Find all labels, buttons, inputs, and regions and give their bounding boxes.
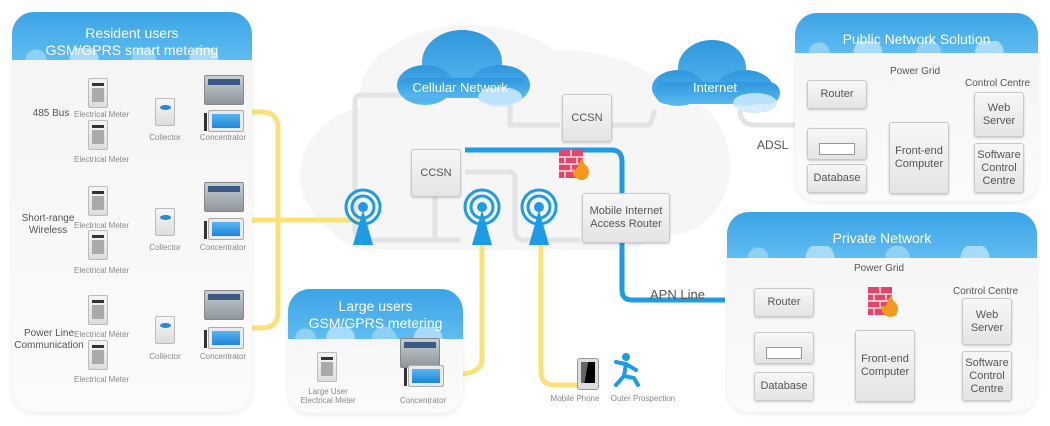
running-person-icon bbox=[612, 352, 648, 388]
large-meter-label: Large User Electrical Meter bbox=[300, 387, 356, 405]
gsm-modem-icon bbox=[204, 75, 244, 105]
meter-label: Electrical Meter bbox=[74, 221, 130, 230]
concentrator-label: Concentrator bbox=[199, 133, 247, 142]
meter-label: Electrical Meter bbox=[74, 110, 130, 119]
meter-label: Electrical Meter bbox=[74, 155, 130, 164]
private-title: Private Network bbox=[832, 230, 932, 246]
collector-icon bbox=[155, 208, 175, 236]
public-control-centre-label: Control Centre bbox=[965, 78, 1031, 89]
collector-icon bbox=[155, 316, 175, 344]
group-label-485-bus: 485 Bus bbox=[32, 108, 70, 119]
private-database-box: Database bbox=[754, 372, 814, 401]
concentrator-label: Concentrator bbox=[199, 352, 247, 361]
large-user-meter-icon bbox=[317, 352, 337, 382]
public-printer-icon bbox=[807, 128, 867, 160]
adsl-label: ADSL bbox=[757, 138, 789, 152]
private-router-box: Router bbox=[754, 288, 814, 317]
gsm-modem-icon bbox=[204, 182, 244, 212]
public-database-box: Database bbox=[807, 164, 867, 193]
cell-tower-icon bbox=[344, 188, 382, 245]
private-software-box: Software Control Centre bbox=[962, 351, 1012, 401]
internet-label: Internet bbox=[692, 80, 738, 95]
apn-line-label: APN Line bbox=[650, 287, 705, 302]
concentrator-icon bbox=[204, 218, 244, 240]
large-title-line1: Large users bbox=[338, 298, 413, 314]
cell-tower-icon bbox=[463, 188, 501, 245]
ccsn-mid-box: CCSN bbox=[411, 149, 461, 197]
electrical-meter-icon bbox=[88, 78, 108, 108]
private-power-grid-label: Power Grid bbox=[854, 263, 905, 274]
mobile-internet-router-box: Mobile Internet Access Router bbox=[582, 193, 670, 243]
electrical-meter-icon bbox=[88, 230, 108, 260]
resident-title-line2: GSM/GPRS smart metering bbox=[45, 42, 219, 58]
meter-label: Electrical Meter bbox=[74, 266, 130, 275]
private-frontend-box: Front-end Computer bbox=[855, 330, 915, 402]
meter-label: Electrical Meter bbox=[74, 330, 130, 339]
cell-tower-icon bbox=[520, 188, 558, 245]
concentrator-icon bbox=[204, 110, 244, 132]
cellular-network-label: Cellular Network bbox=[412, 80, 508, 95]
large-panel-header: Large users GSM/GPRS metering bbox=[288, 289, 463, 339]
ccsn-top-box: CCSN bbox=[562, 94, 612, 142]
electrical-meter-icon bbox=[88, 186, 108, 216]
resident-title-line1: Resident users bbox=[85, 25, 179, 41]
private-control-centre-label: Control Centre bbox=[953, 286, 1019, 297]
public-title: Public Network Solution bbox=[842, 31, 991, 47]
electrical-meter-icon bbox=[88, 295, 108, 325]
concentrator-label: Concentrator bbox=[199, 243, 247, 252]
private-printer-icon bbox=[754, 332, 814, 364]
firewall-icon bbox=[559, 150, 593, 182]
concentrator-icon bbox=[204, 327, 244, 349]
collector-label: Collector bbox=[149, 133, 181, 142]
mobile-phone-label: Mobile Phone bbox=[550, 394, 600, 403]
private-firewall-icon bbox=[868, 287, 902, 319]
resident-panel-header: Resident users GSM/GPRS smart metering bbox=[12, 12, 252, 60]
concentrator-icon bbox=[404, 365, 444, 387]
public-panel-header: Public Network Solution bbox=[795, 13, 1038, 53]
public-web-server-box: Web Server bbox=[974, 92, 1024, 137]
electrical-meter-icon bbox=[88, 340, 108, 370]
group-label-power-line: Power Line Communication bbox=[14, 328, 84, 351]
outer-prospection-label: Outer Prospection bbox=[610, 394, 676, 403]
public-frontend-box: Front-end Computer bbox=[889, 122, 949, 194]
concentrator-label: Concentrator bbox=[399, 396, 447, 405]
group-label-short-range-wireless: Short-range Wireless bbox=[21, 213, 75, 236]
collector-icon bbox=[155, 98, 175, 126]
gsm-modem-icon bbox=[204, 290, 244, 320]
meter-label: Electrical Meter bbox=[74, 375, 130, 384]
electrical-meter-icon bbox=[88, 120, 108, 150]
collector-label: Collector bbox=[149, 243, 181, 252]
mobile-phone-icon bbox=[577, 358, 599, 390]
private-web-server-box: Web Server bbox=[962, 298, 1012, 345]
large-title-line2: GSM/GPRS metering bbox=[308, 315, 443, 331]
private-panel-header: Private Network bbox=[727, 212, 1037, 258]
public-software-box: Software Control Centre bbox=[974, 143, 1024, 193]
gsm-modem-icon bbox=[400, 338, 440, 368]
collector-label: Collector bbox=[149, 352, 181, 361]
public-power-grid-label: Power Grid bbox=[890, 66, 941, 77]
public-router-box: Router bbox=[807, 80, 867, 109]
